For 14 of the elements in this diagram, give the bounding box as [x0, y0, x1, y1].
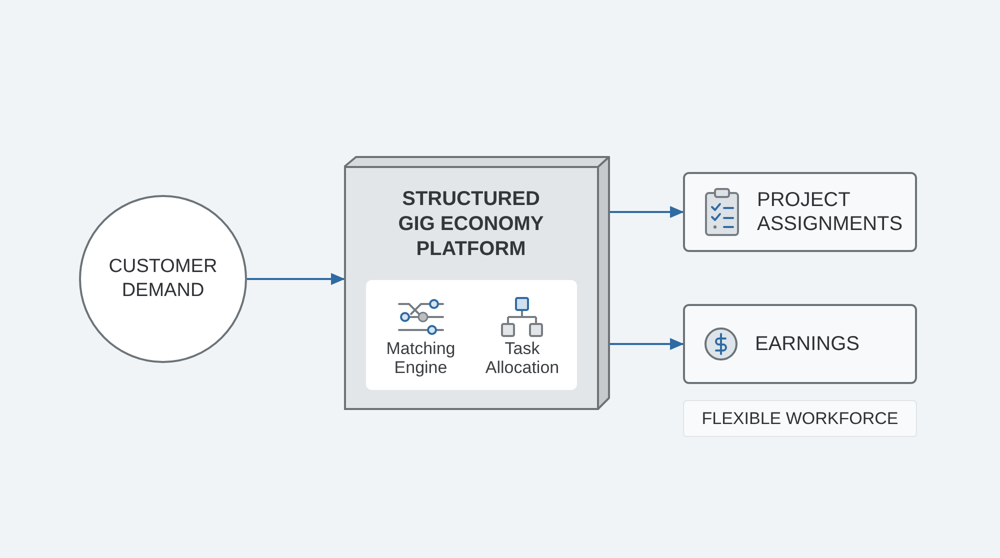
arrow [247, 273, 345, 285]
node-title: STRUCTURED GIG ECONOMY PLATFORM [397, 187, 545, 262]
tag-card [683, 400, 917, 437]
arrow [610, 206, 684, 218]
output-card [683, 172, 917, 252]
feature-panel [366, 280, 577, 390]
feature-label: Task Allocation [484, 339, 560, 377]
node-label: PROJECT ASSIGNMENTS [757, 188, 904, 236]
arrow [610, 338, 684, 350]
feature-label: Matching Engine [385, 339, 456, 377]
node-label: FLEXIBLE WORKFORCE [702, 408, 898, 430]
output-card [683, 304, 917, 384]
node-label: EARNINGS [755, 332, 860, 356]
node-label: CUSTOMER DEMAND [108, 255, 218, 303]
